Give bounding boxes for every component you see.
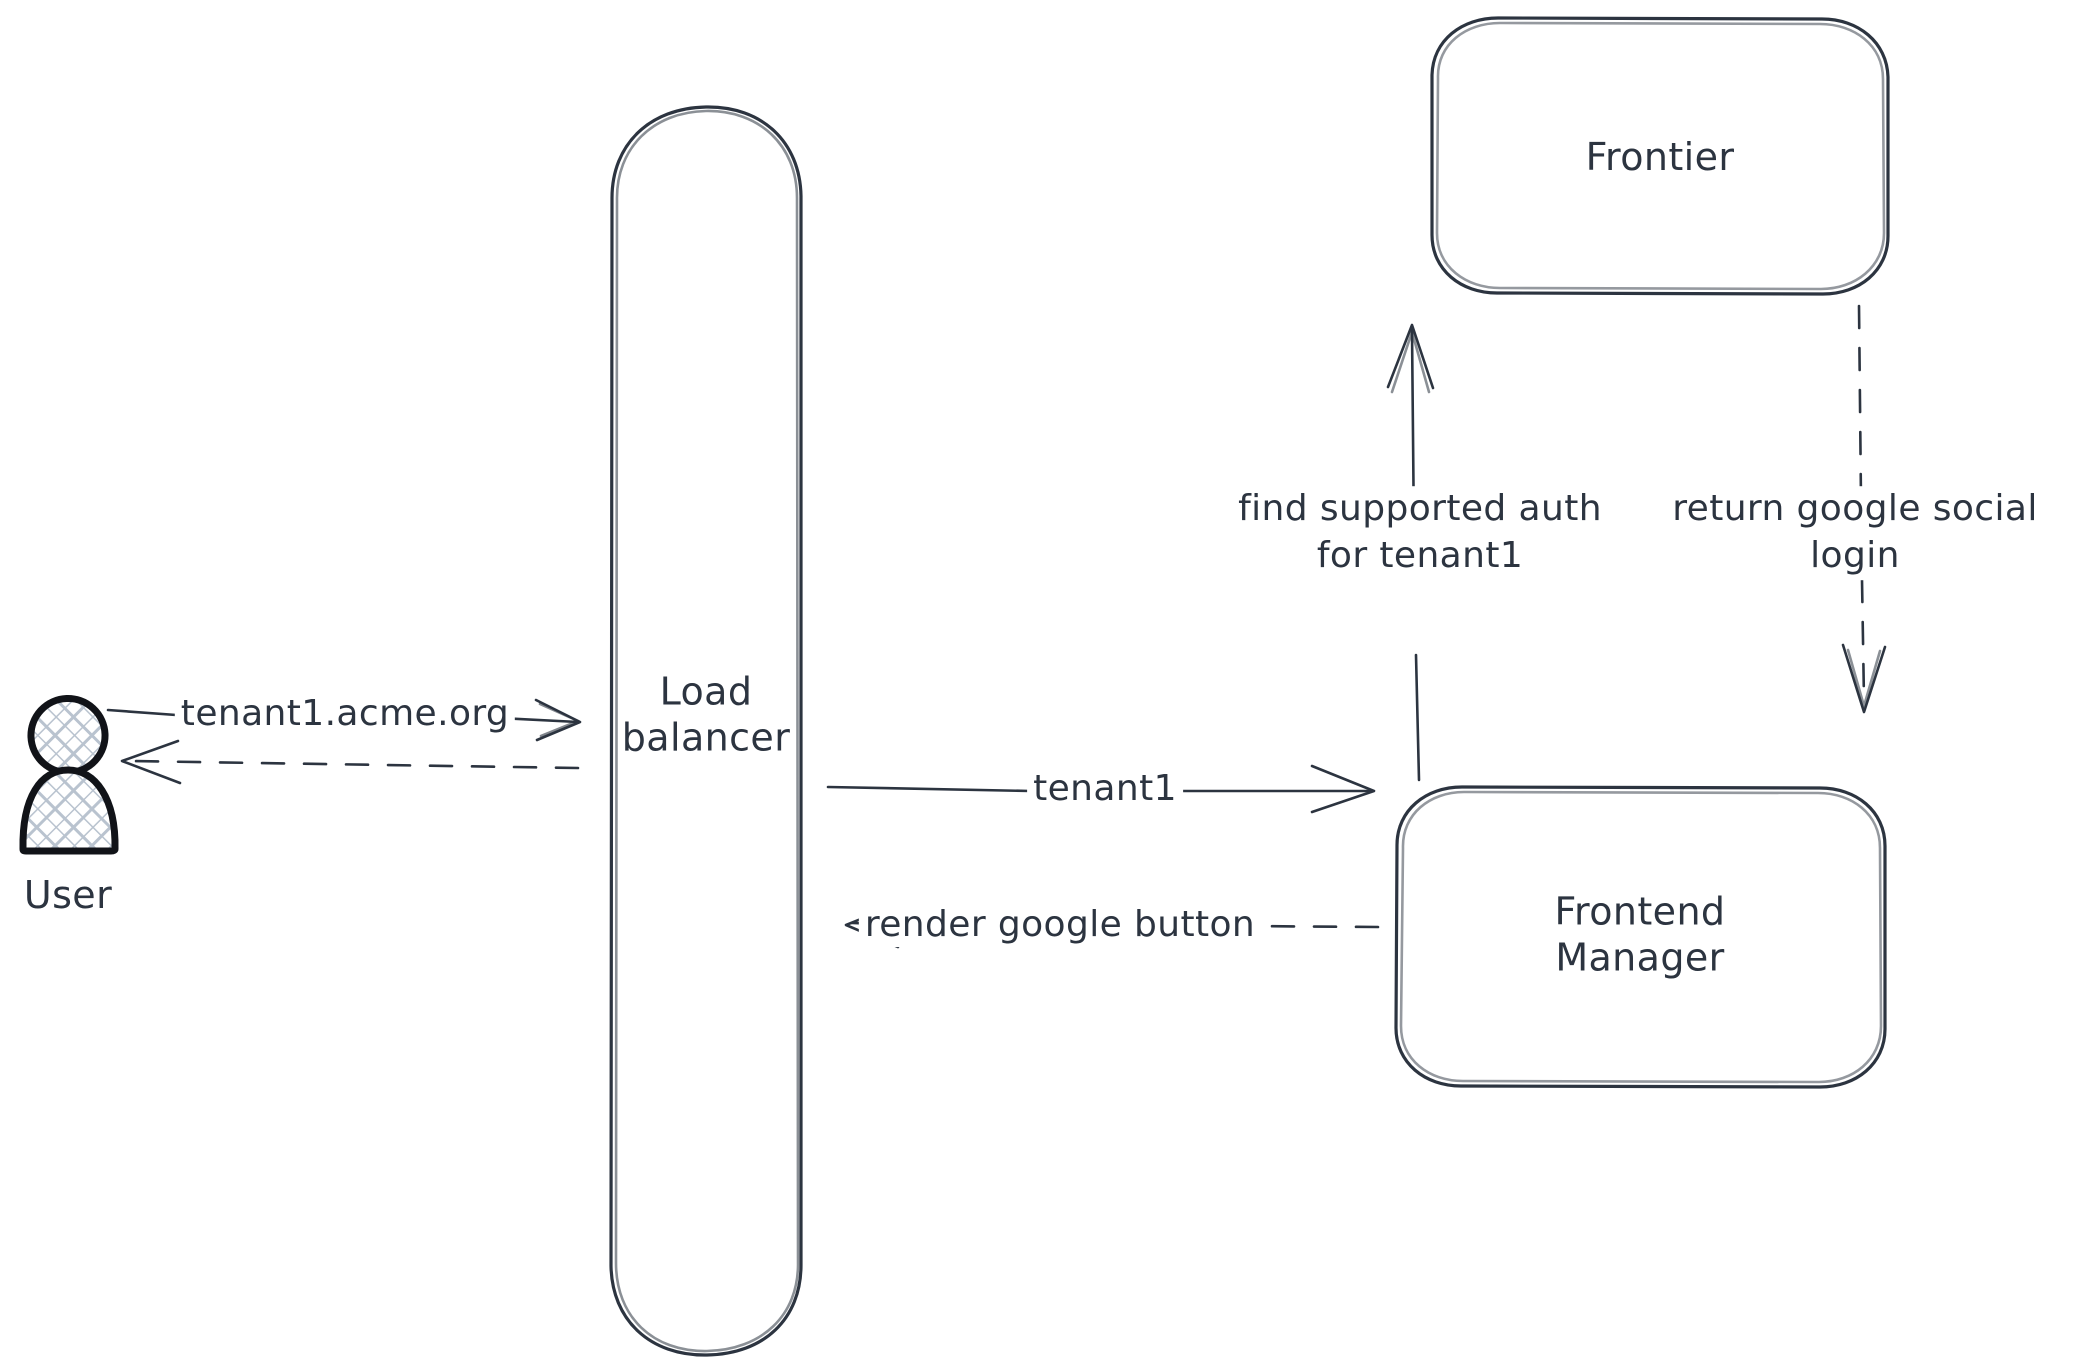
edge-label-return-google-social-login: return google social login bbox=[1666, 486, 2044, 580]
edge-frontier-to-fm bbox=[1841, 304, 1887, 714]
frontend-manager-label-line2: Manager bbox=[1555, 936, 1725, 980]
edge-label-return-google-social-login-line1: return google social bbox=[1672, 488, 2038, 530]
edge-label-find-supported-auth: find supported auth for tenant1 bbox=[1232, 486, 1608, 580]
load-balancer-label-line1: Load bbox=[659, 669, 753, 714]
frontend-manager-shape bbox=[1394, 785, 1887, 1089]
edge-label-find-supported-auth-line2: for tenant1 bbox=[1316, 535, 1524, 576]
frontier-shape bbox=[1430, 16, 1890, 296]
edge-label-find-supported-auth-line1: find supported auth bbox=[1238, 488, 1602, 530]
edge-label-tenant1-acme-org: tenant1.acme.org bbox=[174, 692, 516, 736]
load-balancer-label-line2: balancer bbox=[621, 716, 791, 760]
edge-label-tenant1: tenant1 bbox=[1027, 767, 1183, 811]
user-actor-label: User bbox=[23, 873, 113, 917]
frontier-label: Frontier bbox=[1585, 134, 1735, 179]
edge-lb-to-fm bbox=[826, 764, 1376, 814]
frontend-manager-label-line1: Frontend bbox=[1554, 889, 1726, 934]
load-balancer-shape bbox=[609, 105, 803, 1357]
user-actor-icon bbox=[19, 694, 119, 855]
edge-lb-to-user bbox=[120, 739, 580, 785]
edge-label-render-google-button: render google button bbox=[858, 903, 1262, 947]
edge-label-return-google-social-login-line2: login bbox=[1810, 535, 1900, 576]
